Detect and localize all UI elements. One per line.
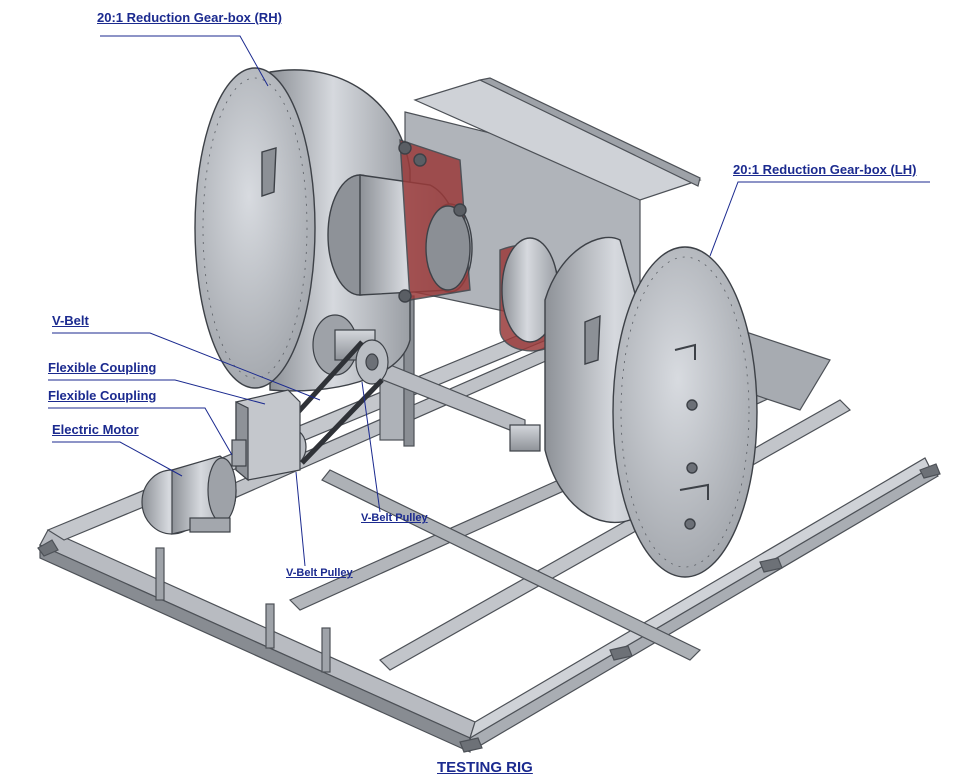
label-v-belt: V-Belt bbox=[52, 313, 89, 328]
leader-v-belt-pulley-1 bbox=[361, 381, 381, 513]
gearbox-rh bbox=[194, 67, 473, 392]
leader-electric-motor bbox=[52, 441, 183, 477]
leader-v-belt bbox=[52, 332, 321, 401]
leader-flexible-coupling-1 bbox=[48, 379, 266, 405]
gearbox-rh-face bbox=[194, 67, 316, 389]
label-gearbox-rh: 20:1 Reduction Gear-box (RH) bbox=[97, 10, 282, 25]
label-gearbox-lh: 20:1 Reduction Gear-box (LH) bbox=[733, 162, 917, 177]
drive-train bbox=[141, 314, 541, 535]
drawing-title: TESTING RIG bbox=[437, 759, 533, 776]
leader-lines bbox=[48, 35, 930, 567]
gearbox-lh bbox=[499, 236, 758, 578]
label-v-belt-pulley-2: V-Belt Pulley bbox=[286, 567, 353, 579]
leader-flexible-coupling-2 bbox=[48, 407, 233, 456]
leader-v-belt-pulley-2 bbox=[295, 471, 306, 567]
label-electric-motor: Electric Motor bbox=[52, 422, 139, 437]
leader-gearbox-lh bbox=[709, 181, 930, 257]
label-flexible-coupling-2: Flexible Coupling bbox=[48, 388, 157, 403]
gearbox-lh-face bbox=[612, 246, 758, 578]
label-flexible-coupling-1: Flexible Coupling bbox=[48, 360, 157, 375]
label-v-belt-pulley-1: V-Belt Pulley bbox=[361, 512, 428, 524]
leader-gearbox-rh bbox=[100, 35, 269, 87]
